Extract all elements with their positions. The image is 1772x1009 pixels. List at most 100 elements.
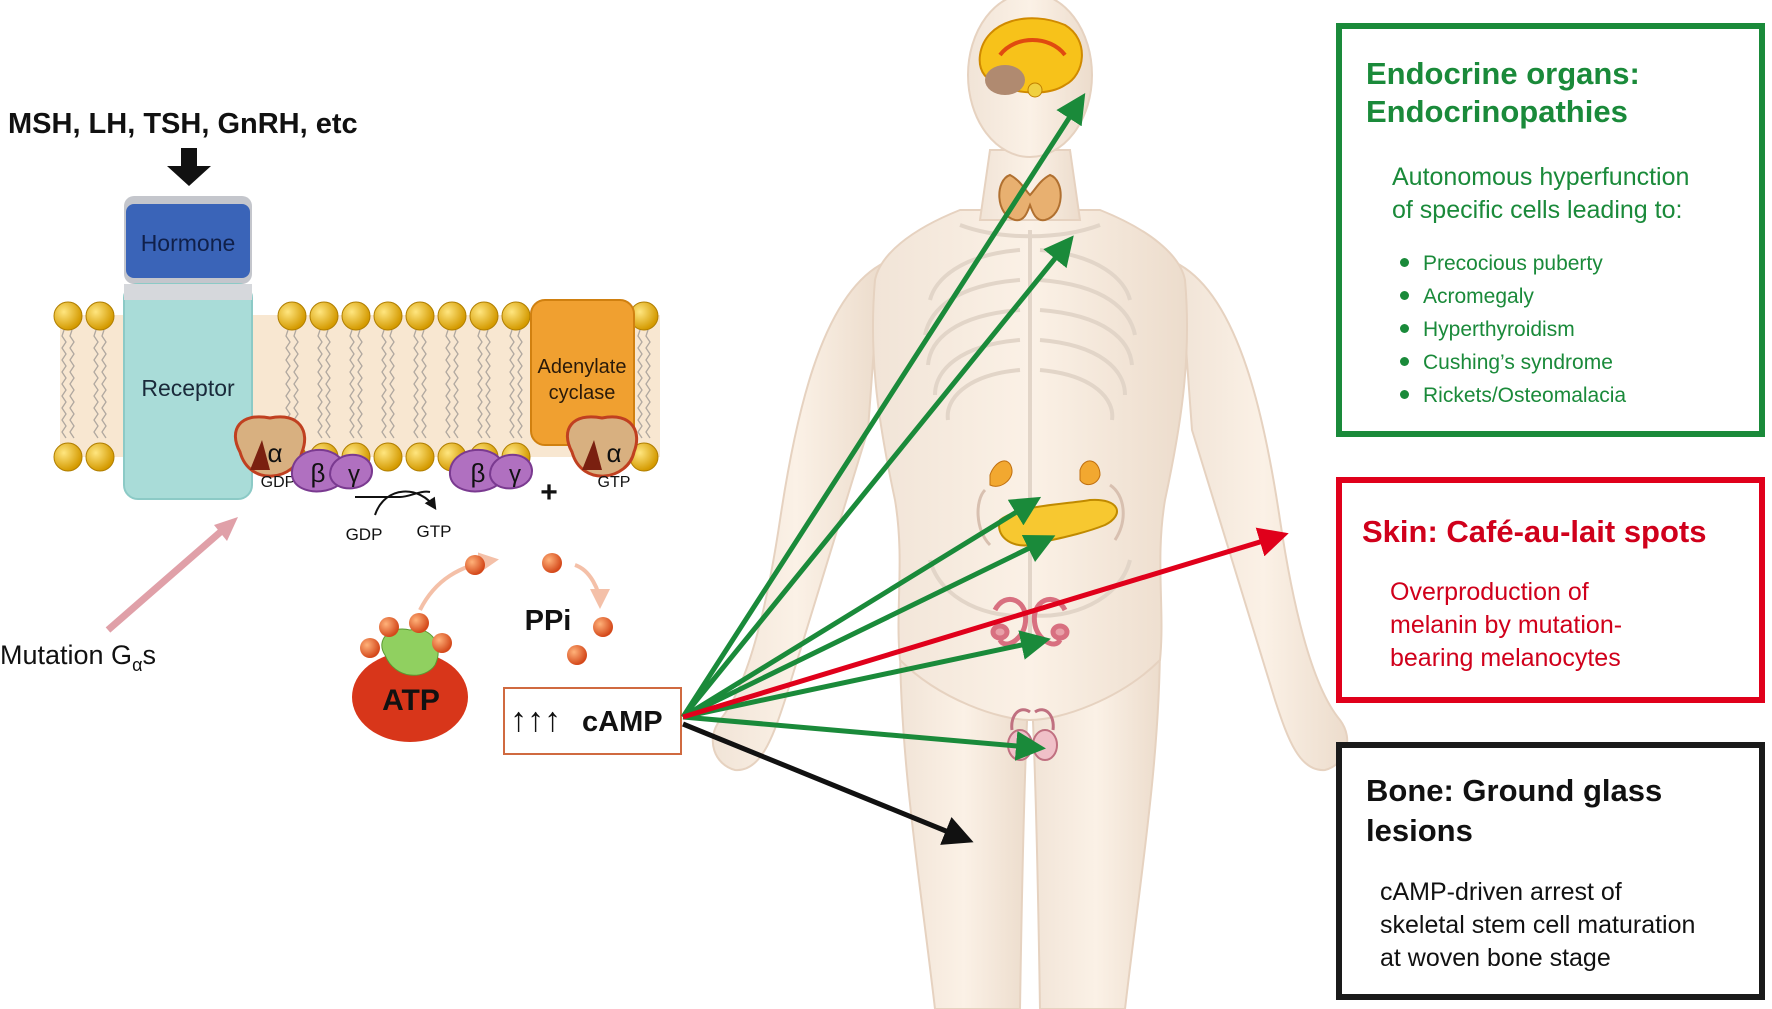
lipid-tail <box>317 329 323 439</box>
bullet-icon <box>1400 257 1409 267</box>
lipid-head <box>373 442 403 472</box>
ppi-reaction: PPi <box>418 552 613 665</box>
lipid-head <box>405 442 435 472</box>
bone-title-line1: Bone: Ground glass <box>1366 773 1663 808</box>
g-alpha-symbol: α <box>267 438 282 468</box>
lipid-tail <box>413 329 419 439</box>
right-leg <box>1030 638 1162 1009</box>
condition-item: Hyperthyroidism <box>1400 317 1575 343</box>
lipid-head <box>53 442 83 472</box>
receptor: Receptor <box>123 283 253 500</box>
hormone: Hormone <box>124 196 252 284</box>
mutation-arrow <box>105 525 228 633</box>
lipid-head <box>373 301 403 331</box>
lipid-head <box>85 301 115 331</box>
brain-organ <box>978 17 1083 98</box>
atp-label: ATP <box>382 684 440 717</box>
adenylate-label-line2: cyclase <box>549 382 616 404</box>
effect-arrows <box>680 92 1289 845</box>
lipid-tail <box>477 329 483 439</box>
neck <box>978 149 1082 221</box>
g-alpha-gdp: α GDP <box>233 415 307 491</box>
adenylate-label-line1: Adenylate <box>538 356 627 378</box>
gdp-gtp-exchange: GDP GTP <box>346 490 452 544</box>
lipid-head <box>85 442 115 472</box>
bullet-icon <box>1400 389 1409 399</box>
exchange-gtp-label: GTP <box>417 522 452 541</box>
endocrine-box: Endocrine organs: Endocrinopathies Auton… <box>1336 23 1765 437</box>
skin-desc-line2: melanin by mutation- <box>1390 611 1623 639</box>
bullet-icon <box>1400 323 1409 333</box>
hormone-label: Hormone <box>141 230 236 256</box>
mutation-label: Mutation Gαs <box>0 640 156 675</box>
lipid-tail <box>509 329 515 439</box>
bone-title-line2: lesions <box>1366 813 1473 848</box>
arrow-to-pancreas <box>681 535 1056 720</box>
lipid-tail <box>485 329 491 439</box>
arrow-to-adrenal <box>681 496 1042 720</box>
g-alpha-gtp-label: GTP <box>598 474 631 491</box>
lipid-tail <box>637 329 643 439</box>
lipid-tail <box>349 329 355 439</box>
g-beta-symbol-2: β <box>471 458 486 488</box>
lipid-head <box>469 301 499 331</box>
ppi-label: PPi <box>525 605 572 637</box>
hormone-down-arrow <box>167 148 211 186</box>
camp-arrows: ↑↑↑ <box>510 701 561 739</box>
arrow-to-pituitary <box>680 92 1086 719</box>
bullet-icon <box>1400 290 1409 300</box>
camp-box: ↑↑↑ cAMP <box>503 687 682 755</box>
lipid-tail <box>389 329 395 439</box>
atp-molecule: ATP <box>352 613 468 742</box>
arrow-to-testes <box>682 714 1046 761</box>
thyroid-organ <box>998 173 1062 222</box>
human-body-figure <box>711 0 1349 1009</box>
lipid-head <box>53 301 83 331</box>
lipid-tail <box>69 329 75 439</box>
condition-item: Rickets/Osteomalacia <box>1400 383 1626 409</box>
endocrine-desc-line1: Autonomous hyperfunction <box>1392 163 1690 191</box>
condition-item: Cushing’s syndrome <box>1400 350 1613 376</box>
exchange-gdp-label: GDP <box>346 525 383 544</box>
lipid-tail <box>453 329 459 439</box>
skin-desc-line1: Overproduction of <box>1390 578 1589 606</box>
skin-box: Skin: Café-au-lait spots Overproduction … <box>1336 477 1765 703</box>
condition-item: Acromegaly <box>1400 284 1534 310</box>
endocrine-title-line1: Endocrine organs: <box>1366 56 1640 91</box>
bone-desc-line1: cAMP-driven arrest of <box>1380 878 1622 906</box>
bone-desc-line3: at woven bone stage <box>1380 944 1611 972</box>
lipid-tail <box>101 329 107 439</box>
lipid-tail <box>93 329 99 439</box>
lipid-tail <box>421 329 427 439</box>
lipid-head <box>277 301 307 331</box>
g-gamma-symbol-2: γ <box>509 461 521 488</box>
lipid-tail <box>61 329 67 439</box>
endocrine-desc-line2: of specific cells leading to: <box>1392 196 1683 224</box>
lipid-head <box>405 301 435 331</box>
lipid-tail <box>381 329 387 439</box>
ovaries-organ <box>990 596 1070 647</box>
bone-box: Bone: Ground glass lesions cAMP-driven a… <box>1336 742 1765 1000</box>
bullet-icon <box>1400 356 1409 366</box>
g-alpha-symbol-2: α <box>606 438 621 468</box>
skin-title: Skin: Café-au-lait spots <box>1362 514 1707 549</box>
lipid-tail <box>325 329 331 439</box>
camp-label: cAMP <box>582 706 663 738</box>
g-beta-gamma-bound: β γ <box>290 448 374 493</box>
lipid-tail <box>445 329 451 439</box>
right-arm <box>1178 263 1349 772</box>
lipid-head <box>501 301 531 331</box>
lipid-head <box>437 301 467 331</box>
lipid-tail <box>357 329 363 439</box>
lipid-head <box>341 301 371 331</box>
g-gamma-symbol-1: γ <box>348 461 360 488</box>
arrow-to-thyroid <box>681 235 1074 719</box>
g-alpha-gdp-label: GDP <box>261 474 296 491</box>
endocrine-title-line2: Endocrinopathies <box>1366 94 1628 129</box>
receptor-label: Receptor <box>141 375 235 401</box>
g-beta-symbol-1: β <box>311 458 326 488</box>
g-alpha-gtp: α GTP <box>565 415 639 491</box>
skin-desc-line3: bearing melanocytes <box>1390 644 1621 672</box>
lipid-tail <box>517 329 523 439</box>
